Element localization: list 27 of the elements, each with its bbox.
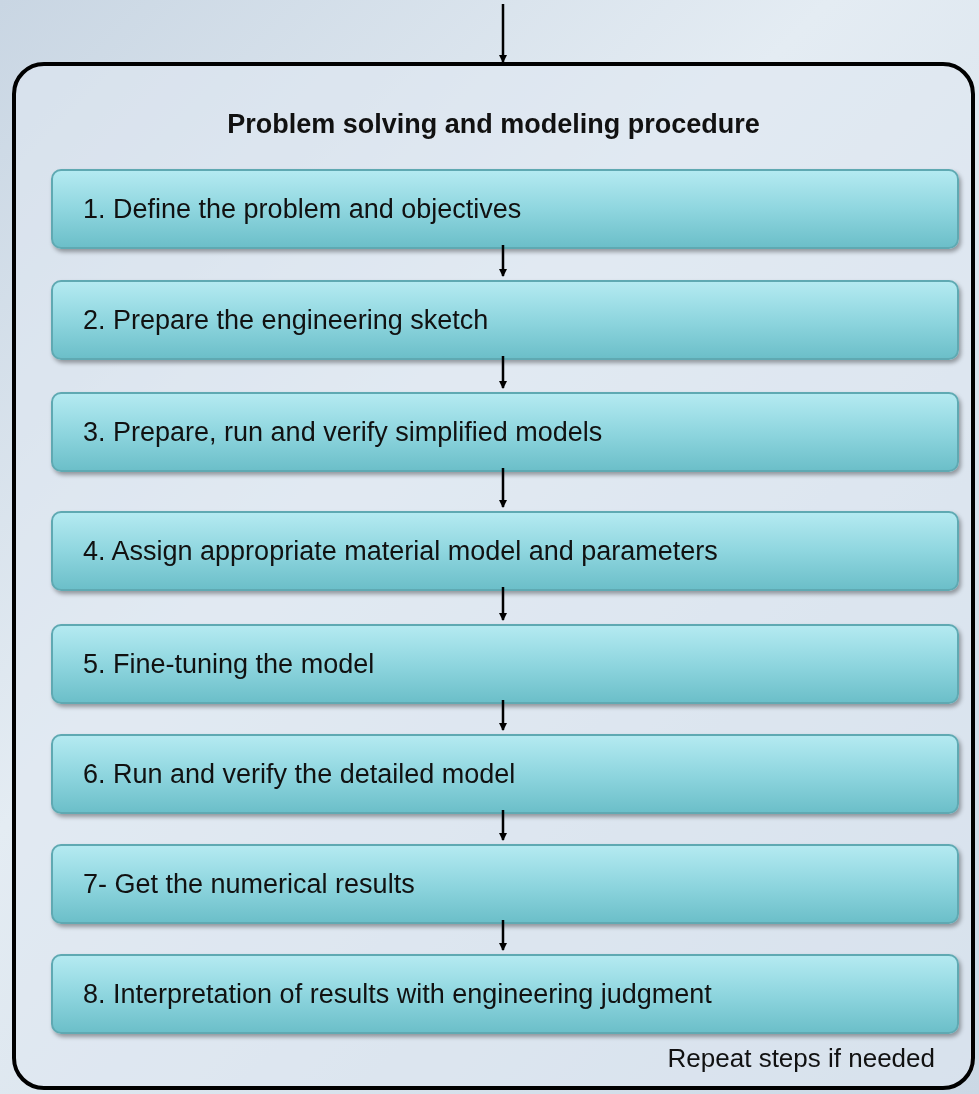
step-box [51,169,959,249]
step-box [51,511,959,591]
arrow [499,4,507,63]
step-text: 6. Run and verify the detailed model [83,757,516,791]
step-text: 1. Define the problem and objectives [83,192,522,226]
step-text: 2. Prepare the engineering sketch [83,303,489,337]
arrow [499,468,507,508]
step-box [51,392,959,472]
step-text: 5. Fine-tuning the model [83,647,375,681]
arrow [499,245,507,277]
container-box [12,62,975,1090]
step-box [51,280,959,360]
step-box [51,844,959,924]
note-text: Repeat steps if needed [667,1042,935,1075]
step-text: 3. Prepare, run and verify simplified models [83,415,603,449]
arrow [499,356,507,389]
step-box [51,734,959,814]
arrow [499,920,507,951]
step-text: 7- Get the numerical results [83,867,415,901]
arrow [499,700,507,731]
step-text: 8. Interpretation of results with engineering judgment [83,977,712,1011]
arrow [499,587,507,621]
step-text: 4. Assign appropriate material model and parameters [83,534,718,568]
step-box [51,624,959,704]
container-title: Problem solving and modeling procedure [226,108,761,141]
step-box [51,954,959,1034]
arrow [499,810,507,841]
